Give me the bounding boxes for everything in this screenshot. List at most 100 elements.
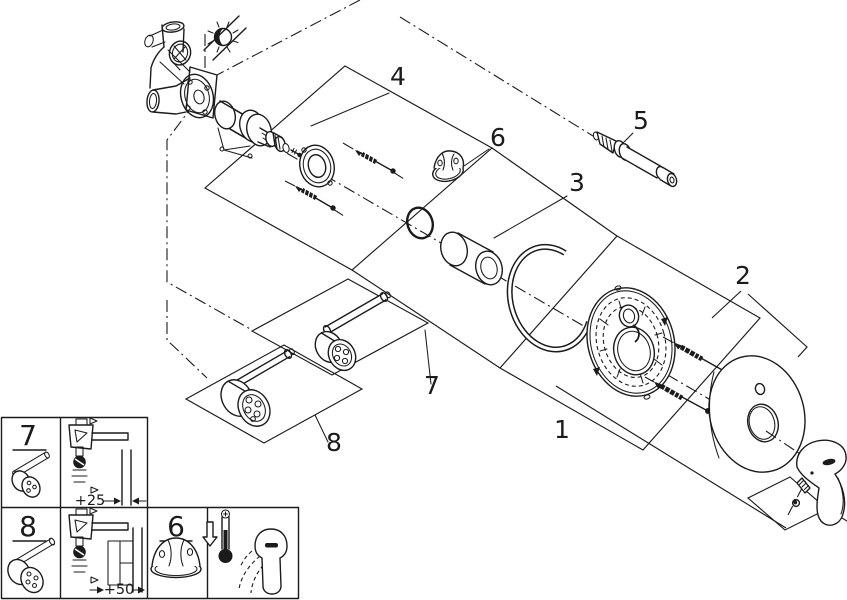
- extension-spacer: [107, 540, 134, 586]
- valve-flange-bore: [193, 89, 205, 105]
- screw-threads: [291, 147, 298, 155]
- escutcheon: [708, 355, 806, 473]
- inset-drum8-hole: [25, 579, 31, 585]
- callout-6: 6: [490, 123, 506, 152]
- handle-front-slot: [265, 543, 278, 548]
- sleeve-back-face: [439, 231, 469, 267]
- callout-2: 2: [735, 261, 751, 290]
- drum8-hole: [254, 400, 262, 408]
- rod8-nub: [289, 348, 295, 356]
- drum8-face-inner: [242, 394, 266, 422]
- flange-ear-hole: [327, 180, 333, 186]
- drum7-hole: [341, 357, 349, 365]
- cartridge-assembly: [213, 100, 276, 159]
- screw-tip: [674, 342, 682, 350]
- plate-rim: [589, 290, 673, 394]
- callout-3-leader: [493, 195, 568, 239]
- screw-thread-marks: [662, 384, 682, 400]
- screw-centerline: [342, 142, 405, 180]
- escutcheon-top-hole: [754, 382, 766, 396]
- callout-7: 7: [424, 371, 440, 400]
- escutcheon-outer: [708, 355, 806, 473]
- o-ring: [405, 206, 435, 240]
- screw-thread-marks: [682, 345, 702, 361]
- screw-thread-marks: [363, 152, 375, 163]
- corridor-line-top: [491, 147, 618, 237]
- handle-group-line: [555, 385, 787, 529]
- callout-8: 8: [326, 428, 342, 457]
- screw-centerline: [284, 180, 345, 217]
- inset-drum8-hole: [31, 582, 38, 589]
- inset-cell-part8: 8: [7, 510, 56, 594]
- handle-ghost-position: [239, 550, 253, 569]
- lower-pipe: [152, 77, 191, 115]
- drum7-face: [327, 338, 357, 372]
- right-port: [168, 40, 192, 66]
- spindle-extension: [592, 131, 678, 188]
- snap-ring: [506, 243, 592, 353]
- inset-label-8: 8: [19, 510, 37, 543]
- plate-radial-marks: [599, 300, 663, 384]
- right-port-thread-marks: [173, 45, 187, 61]
- escutcheon-center-hole-inner: [748, 406, 776, 440]
- dimension-50: +50: [104, 582, 135, 598]
- inset-cap-slot: [167, 539, 185, 567]
- plate-texture-ring-1: [595, 297, 667, 387]
- escutcheon-fill: [708, 355, 806, 473]
- callouts: 1 2 3 4 5 6 7 8: [310, 62, 751, 457]
- crossed-lines: [203, 15, 247, 61]
- callout-5-leader: [619, 132, 634, 147]
- plate-clip-wire: [632, 324, 640, 343]
- wall-50: [132, 527, 143, 593]
- thermometer-plus: [222, 511, 229, 517]
- inset-cell-depth25: +25: [68, 417, 147, 509]
- handle-grip-line: [837, 477, 844, 515]
- cartridge-bracket-screw: [247, 153, 253, 159]
- right-port-thread: [171, 43, 189, 63]
- adapter-step: [282, 143, 290, 153]
- valve-flange: [179, 73, 215, 119]
- plate-center-hole-inner: [617, 330, 651, 372]
- concealed-valve-body: [144, 21, 218, 119]
- inset-grid: [0, 416, 300, 600]
- thermometer-mercury: [223, 530, 228, 550]
- sleeve: [439, 231, 504, 286]
- thermometer-stem: [221, 516, 230, 550]
- callout-5: 5: [633, 106, 649, 135]
- plate-center-hole: [612, 326, 656, 376]
- screw-tip: [654, 381, 662, 389]
- extension-set-8: [220, 348, 295, 427]
- spindle-shaft-fill: [622, 147, 662, 178]
- drum7-hole: [342, 348, 350, 356]
- flange-hole: [204, 85, 210, 91]
- inset-drum7-face: [21, 476, 41, 498]
- spindle-knurl: [601, 135, 613, 152]
- inset-label-6: 6: [167, 510, 185, 543]
- fixing-screw-2: [284, 180, 345, 217]
- callout-3: 3: [569, 168, 585, 197]
- dim-arrow-right: [114, 497, 121, 505]
- inset-drum7-hole: [26, 488, 31, 493]
- extension-8-box: [184, 344, 364, 444]
- inlet-top-bore: [165, 23, 181, 31]
- thermometer-plus-circle: [220, 509, 231, 519]
- mounting-plate: [586, 285, 676, 400]
- adapter-knurl: [274, 134, 281, 150]
- set-screw: [796, 477, 811, 494]
- inset-cell-depth50: +50: [68, 507, 145, 598]
- plate-keyhole-inner: [622, 308, 636, 324]
- thermometer-bulb: [218, 549, 233, 563]
- fixing-screw-1: [342, 142, 405, 180]
- flange-bore: [307, 153, 327, 179]
- handle-plug: [791, 498, 801, 508]
- lower-pipe-bore: [148, 92, 158, 110]
- inset-cap-dome: [151, 537, 201, 567]
- callout-4-leader: [310, 92, 390, 127]
- drum8-hole: [250, 416, 256, 422]
- down-arrow-icon: [202, 521, 218, 547]
- extension-association-centerline: [166, 300, 208, 379]
- dim-arrow-right: [97, 586, 104, 594]
- lever-handle-positions-icon: [238, 528, 288, 595]
- inset-rod7-end: [44, 451, 50, 459]
- cap-hole: [437, 159, 443, 167]
